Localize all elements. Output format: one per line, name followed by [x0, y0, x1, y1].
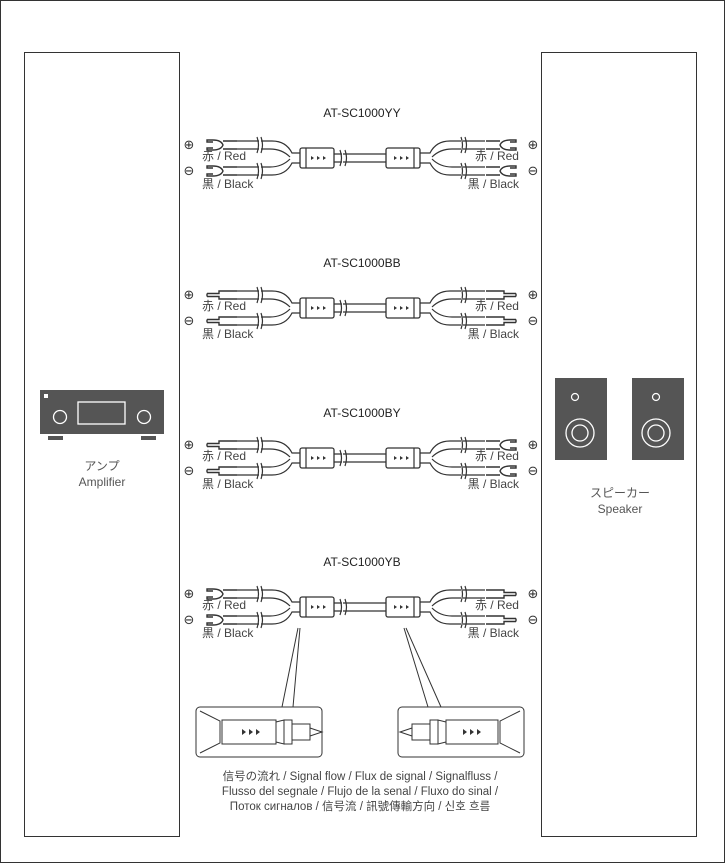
cable-at-sc1000yy: AT-SC1000YY ⊕ ⊖ ⊕ ⊖ 赤 / Red 黒 / Black 赤 / Red 黒 … — [184, 106, 539, 191]
minus-icon: ⊖ — [184, 463, 195, 478]
banana-plug — [206, 466, 237, 476]
plus-icon: ⊕ — [528, 437, 539, 452]
black-label-left: 黒 / Black — [202, 626, 254, 640]
spade-plug — [206, 165, 237, 177]
minus-icon: ⊖ — [184, 313, 195, 328]
cable-model-title: AT-SC1000YB — [323, 555, 400, 569]
black-label-right: 黒 / Black — [468, 626, 520, 640]
spade-plug — [486, 139, 517, 151]
cable-wire — [237, 286, 485, 330]
plus-icon: ⊕ — [184, 287, 195, 302]
signal-flow-caption-line-2: Flusso del segnale / Flujo de la senal /… — [222, 786, 499, 798]
plus-icon: ⊕ — [184, 586, 195, 601]
cable-sleeve-right — [385, 447, 421, 469]
banana-plug — [486, 589, 517, 599]
zoom-box-right — [397, 706, 525, 758]
cable-sleeve-left — [299, 147, 335, 169]
cable-at-sc1000bb: AT-SC1000BB ⊕ ⊖ ⊕ ⊖ 赤 / Red 黒 / Black 赤 / Red 黒 … — [184, 256, 539, 341]
minus-icon: ⊖ — [528, 313, 539, 328]
minus-icon: ⊖ — [528, 163, 539, 178]
red-label-left: 赤 / Red — [202, 449, 246, 463]
minus-icon: ⊖ — [528, 463, 539, 478]
speaker-label-en: Speaker — [598, 502, 643, 516]
black-label-right: 黒 / Black — [468, 327, 520, 341]
cable-wire — [237, 136, 485, 180]
cable-wire — [237, 585, 485, 629]
cable-sleeve-right — [385, 596, 421, 618]
cable-wire — [237, 436, 485, 480]
spade-plug — [486, 439, 517, 451]
spade-plug — [486, 165, 517, 177]
amplifier-panel — [24, 52, 180, 837]
cable-model-title: AT-SC1000BB — [323, 256, 400, 270]
plus-icon: ⊕ — [184, 137, 195, 152]
black-label-right: 黒 / Black — [468, 477, 520, 491]
banana-plug — [486, 615, 517, 625]
cable-at-sc1000yb: AT-SC1000YB ⊕ ⊖ ⊕ ⊖ 赤 / Red 黒 / Black 赤 / Red 黒 … — [184, 555, 539, 640]
banana-plug — [206, 316, 237, 326]
cable-sleeve-left — [299, 297, 335, 319]
amplifier-icon — [40, 390, 164, 440]
cable-sleeve-right — [385, 297, 421, 319]
cable-model-title: AT-SC1000YY — [323, 106, 400, 120]
speaker-icon — [555, 378, 607, 460]
spade-plug — [206, 614, 237, 626]
spade-plug — [206, 139, 237, 151]
cable-at-sc1000by: AT-SC1000BY ⊕ ⊖ ⊕ ⊖ 赤 / Red 黒 / Black 赤 / Red 黒 … — [184, 406, 539, 491]
red-label-left: 赤 / Red — [202, 149, 246, 163]
plus-icon: ⊕ — [184, 437, 195, 452]
signal-flow-caption-line-1: 信号の流れ / Signal flow / Flux de signal / S… — [223, 769, 499, 783]
banana-plug — [206, 440, 237, 450]
zoom-pointers — [281, 627, 442, 708]
speaker-label-jp: スピーカー — [590, 486, 650, 500]
black-label-left: 黒 / Black — [202, 327, 254, 341]
spade-plug — [486, 465, 517, 477]
minus-icon: ⊖ — [184, 163, 195, 178]
plus-icon: ⊕ — [528, 137, 539, 152]
minus-icon: ⊖ — [184, 612, 195, 627]
black-label-left: 黒 / Black — [202, 477, 254, 491]
black-label-left: 黒 / Black — [202, 177, 254, 191]
cable-sleeve-right — [385, 147, 421, 169]
cable-sleeve-left — [299, 447, 335, 469]
banana-plug — [206, 290, 237, 300]
red-label-right: 赤 / Red — [475, 149, 519, 163]
minus-icon: ⊖ — [528, 612, 539, 627]
plus-icon: ⊕ — [528, 287, 539, 302]
red-label-right: 赤 / Red — [475, 299, 519, 313]
red-label-left: 赤 / Red — [202, 299, 246, 313]
cable-sleeve-left — [299, 596, 335, 618]
signal-flow-caption-line-3: Поток сигналов / 信号流 / 訊號傳輸方向 / 신호 흐름 — [230, 799, 490, 813]
amplifier-label-jp: アンプ — [84, 459, 119, 473]
red-label-left: 赤 / Red — [202, 598, 246, 612]
speaker-icon — [632, 378, 684, 460]
spade-plug — [206, 588, 237, 600]
amplifier-label-en: Amplifier — [79, 475, 126, 489]
black-label-right: 黒 / Black — [468, 177, 520, 191]
cable-model-title: AT-SC1000BY — [323, 406, 400, 420]
banana-plug — [486, 290, 517, 300]
banana-plug — [486, 316, 517, 326]
red-label-right: 赤 / Red — [475, 598, 519, 612]
plus-icon: ⊕ — [528, 586, 539, 601]
red-label-right: 赤 / Red — [475, 449, 519, 463]
